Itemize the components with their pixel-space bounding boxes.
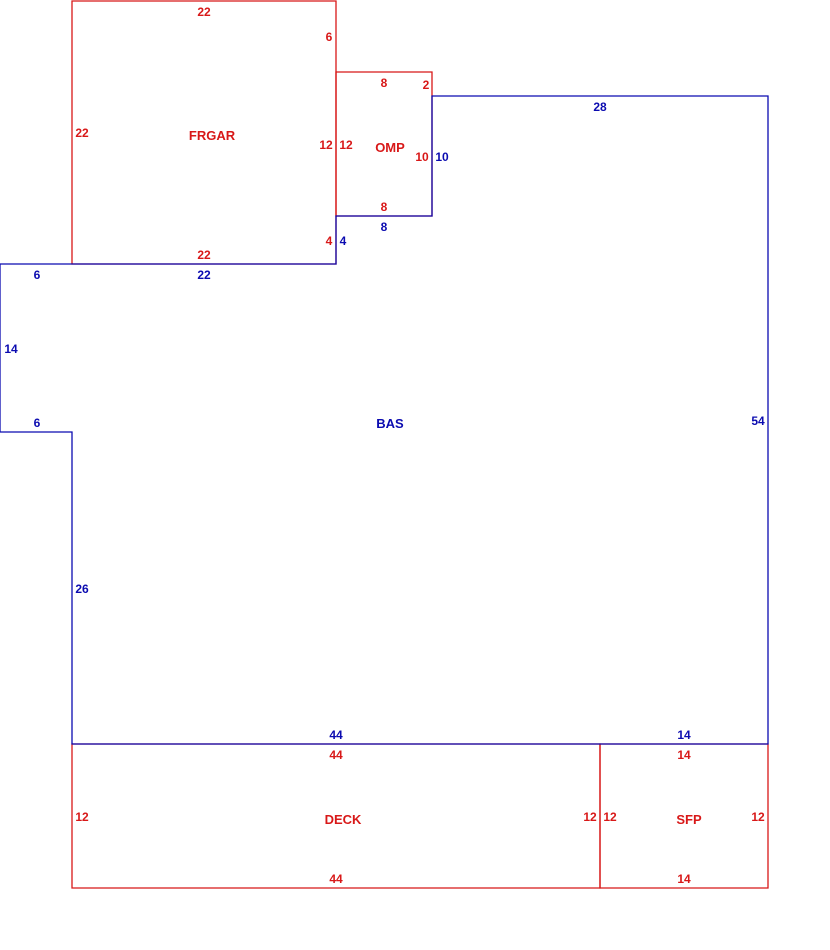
deck-dim-left: 12	[75, 810, 89, 824]
bas-dim-bottom-left: 44	[329, 728, 343, 742]
frgar-dim-right-upper: 6	[326, 30, 333, 44]
bas-dim-right: 54	[751, 414, 765, 428]
sfp-dim-right: 12	[751, 810, 765, 824]
deck-dim-top: 44	[329, 748, 343, 762]
frgar-dim-top: 22	[197, 5, 211, 19]
sfp-dim-left: 12	[603, 810, 617, 824]
bas-dim-bump-bottom: 6	[34, 416, 41, 430]
frgar-label: FRGAR	[189, 128, 236, 143]
bas-dim-bottom-right: 14	[677, 728, 691, 742]
bas-label: BAS	[376, 416, 404, 431]
area-deck: DECK 44 12 12 44	[71, 743, 601, 889]
area-bas: BAS 28 10 8 4 22 6 14 6 26 44 14 54	[0, 95, 769, 745]
sfp-label: SFP	[676, 812, 702, 827]
frgar-dim-right-lower: 4	[326, 234, 333, 248]
omp-dim-right: 10	[415, 150, 429, 164]
bas-dim-top: 28	[593, 100, 607, 114]
bas-dim-omp-right: 10	[435, 150, 449, 164]
bas-dim-frgar-right: 4	[340, 234, 347, 248]
omp-label: OMP	[375, 140, 405, 155]
sfp-dim-bottom: 14	[677, 872, 691, 886]
frgar-dim-right-mid: 12	[319, 138, 333, 152]
deck-label: DECK	[325, 812, 362, 827]
sfp-dim-top: 14	[677, 748, 691, 762]
bas-dim-omp-bottom: 8	[381, 220, 388, 234]
frgar-dim-bottom: 22	[197, 248, 211, 262]
frgar-dim-left: 22	[75, 126, 89, 140]
bas-dim-left: 26	[75, 582, 89, 596]
omp-dim-right-upper: 2	[423, 78, 430, 92]
area-frgar: FRGAR 22 6 22 12 4 22	[71, 0, 337, 265]
omp-dim-top: 8	[381, 76, 388, 90]
bas-dim-frgar-bottom: 22	[197, 268, 211, 282]
omp-dim-left: 12	[339, 138, 353, 152]
deck-dim-right: 12	[583, 810, 597, 824]
bas-outline	[0, 95, 769, 745]
omp-dim-bottom: 8	[381, 200, 388, 214]
area-omp: OMP 8 2 12 10 8	[335, 71, 433, 217]
deck-dim-bottom: 44	[329, 872, 343, 886]
area-sfp: SFP 14 12 12 14	[599, 743, 769, 889]
bas-dim-bump-left: 14	[4, 342, 18, 356]
bas-dim-bump-top: 6	[34, 268, 41, 282]
